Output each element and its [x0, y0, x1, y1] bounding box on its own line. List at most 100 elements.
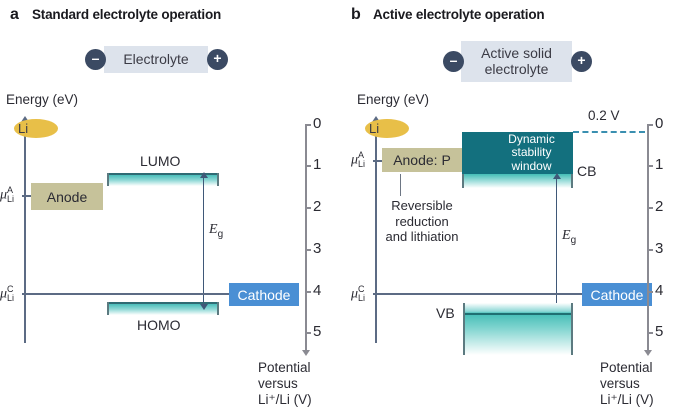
potential-caption-line-3-b: Li⁺/Li (V) — [600, 391, 654, 407]
li-label-a: Li — [18, 121, 29, 136]
mu-symbol: μ — [0, 286, 8, 302]
active-electrolyte-banner-line-1: Active solid — [481, 44, 552, 61]
scale-tick-1-a — [305, 165, 311, 167]
scale-tick-label-4-a: 4 — [313, 282, 322, 299]
panel-b-title: Active electrolyte operation — [373, 7, 545, 22]
voltage-marker-label: 0.2 V — [588, 108, 620, 123]
mu-superscript: C — [7, 284, 14, 294]
eg-arrow-down-a — [199, 304, 208, 310]
negative-pole-icon: – — [85, 49, 106, 70]
potential-scale-a — [305, 124, 307, 352]
eg-line-b — [556, 178, 558, 318]
vb-band — [463, 303, 573, 355]
eg-label-b: Eg — [562, 228, 576, 246]
dsw-line-1: Dynamic — [508, 131, 555, 146]
anode-label-b: Anode: P — [393, 152, 451, 168]
scale-tick-2-a — [305, 207, 311, 209]
potential-scale-b — [647, 124, 649, 352]
scale-tick-4-b — [647, 291, 653, 293]
scale-tick-0-a — [305, 124, 311, 126]
lumo-band-right-edge — [217, 173, 219, 186]
scale-tick-3-a — [305, 249, 311, 251]
potential-caption-line-2-b: versus — [600, 375, 640, 391]
reversible-leader-line — [400, 174, 402, 196]
cb-band — [462, 174, 573, 188]
mu-anode-tick-b — [373, 160, 383, 162]
panel-b-letter: b — [351, 6, 361, 23]
energy-axis-label-b: Energy (eV) — [357, 92, 430, 107]
homo-band-left-edge — [107, 302, 109, 315]
cb-band-fill — [462, 174, 573, 188]
scale-tick-label-0-b: 0 — [655, 115, 664, 132]
homo-band — [107, 302, 219, 315]
eg-sub-a: g — [217, 228, 224, 240]
vb-band-top-edge — [463, 313, 573, 315]
anode-box-a: Anode — [31, 183, 103, 210]
scale-tick-5-a — [305, 332, 311, 334]
eg-symbol-b: E — [562, 228, 571, 243]
dynamic-stability-window-box: Dynamic stability window — [462, 132, 573, 174]
reversible-note-line-3: and lithiation — [385, 229, 459, 245]
reversible-note: Reversible reduction and lithiation — [357, 198, 487, 245]
panel-a-letter: a — [10, 6, 19, 23]
mu-subscript: Li — [7, 293, 15, 304]
eg-line-a — [203, 177, 205, 306]
energy-axis-b — [375, 121, 377, 343]
positive-pole-icon: + — [207, 49, 228, 70]
vb-band-right-edge — [571, 303, 573, 355]
scale-tick-4-a — [305, 291, 311, 293]
vb-band-left-edge — [463, 303, 465, 355]
cathode-box-a: Cathode — [229, 283, 299, 306]
potential-caption-a: Potential versus Li⁺/Li (V) — [258, 360, 312, 408]
mu-symbol: μ — [351, 152, 359, 168]
eg-arrow-up-a — [199, 172, 208, 178]
homo-label: HOMO — [137, 317, 181, 333]
panel-a-title: Standard electrolyte operation — [32, 7, 222, 22]
cb-label: CB — [577, 163, 597, 179]
energy-axis-a — [24, 121, 26, 343]
anode-label-a: Anode — [46, 188, 88, 205]
energy-axis-arrow-a — [21, 116, 29, 122]
lumo-band-left-edge — [107, 173, 109, 186]
panel-b: b Active electrolyte operation Active so… — [343, 0, 685, 413]
positive-pole-icon: + — [571, 51, 592, 72]
cathode-box-b: Cathode — [582, 283, 652, 306]
scale-tick-0-b — [647, 124, 653, 126]
potential-caption-line-2-a: versus — [258, 375, 298, 391]
scale-tick-3-b — [647, 249, 653, 251]
mu-superscript: C — [358, 284, 365, 294]
reversible-note-line-2: reduction — [395, 213, 449, 229]
negative-pole-icon: – — [443, 51, 464, 72]
mu-subscript: Li — [358, 293, 366, 304]
eg-label-a: Eg — [209, 222, 223, 240]
potential-scale-arrow-b — [643, 350, 652, 356]
cathode-level-line-a — [22, 293, 234, 295]
mu-superscript: A — [7, 185, 14, 195]
mu-symbol: μ — [0, 187, 8, 203]
anode-box-b: Anode: P — [382, 148, 462, 172]
mu-superscript: A — [358, 150, 365, 160]
scale-tick-label-5-b: 5 — [655, 323, 664, 340]
active-electrolyte-banner-line-2: electrolyte — [484, 60, 549, 77]
scale-tick-label-0-a: 0 — [313, 115, 322, 132]
energy-axis-label-a: Energy (eV) — [6, 92, 79, 107]
cathode-label-a: Cathode — [237, 286, 291, 303]
scale-tick-label-3-a: 3 — [313, 240, 322, 257]
energy-axis-arrow-b — [372, 116, 380, 122]
homo-band-top-edge — [107, 302, 219, 304]
mu-subscript: Li — [358, 159, 366, 170]
li-level-marker-b: Li — [365, 119, 409, 138]
cb-band-left-edge — [462, 174, 464, 188]
mu-symbol: μ — [351, 286, 359, 302]
li-label-b: Li — [369, 121, 380, 136]
dsw-line-3: window — [511, 158, 552, 173]
electrolyte-banner-label: Electrolyte — [123, 50, 189, 67]
lumo-band-top-edge — [107, 173, 219, 175]
potential-caption-line-1-a: Potential — [258, 360, 311, 375]
lumo-band-fill — [107, 173, 219, 186]
vb-band-fill — [463, 303, 573, 355]
scale-tick-label-2-b: 2 — [655, 198, 664, 215]
